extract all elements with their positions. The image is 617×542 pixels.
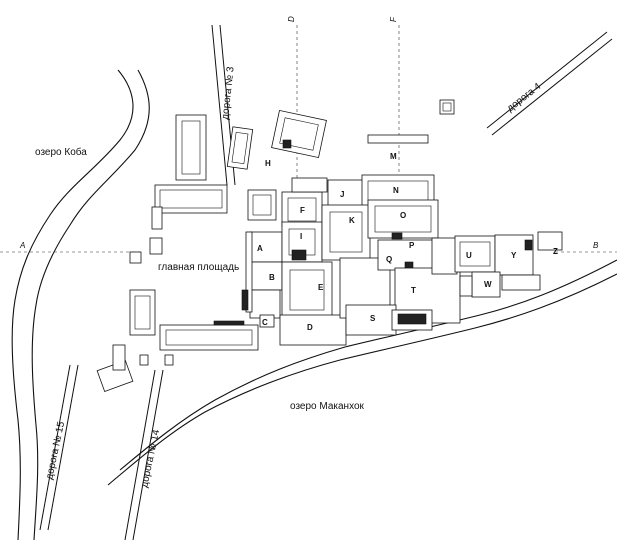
lake-makanhok-shore [107,259,617,486]
zone-label-z: Z [553,247,558,256]
zone-label-i: I [300,232,302,241]
zone-label-d: D [307,323,313,332]
lake-koba-label: озеро Коба [35,146,87,158]
axis-label-d: D [287,16,296,22]
section-lines [0,25,617,253]
zone-label-w: W [484,280,492,289]
zone-label-o: O [400,211,406,220]
zone-label-p: P [409,241,415,250]
zone-label-c: C [262,318,268,327]
zone-label-f: F [300,206,305,215]
axis-label-f: F [389,16,398,22]
zone-label-h: H [265,159,271,168]
lake-makanhok-label: озеро Маканхок [290,401,365,412]
lake-koba-shore [11,69,150,541]
road-15-label: дорога № 15 [44,420,67,480]
zone-label-u: U [466,251,472,260]
zone-labels: A B C D E F H I J K M N O P Q S T U W Y … [257,152,558,332]
road-4 [486,31,613,136]
zone-label-j: J [340,190,344,199]
zone-label-q: Q [386,255,392,264]
zone-label-n: N [393,186,399,195]
road-14 [124,369,164,541]
road-15 [39,364,79,531]
zone-label-b: B [269,273,275,282]
road-3-label: дорога № 3 [220,66,237,121]
outer-structures [96,99,455,392]
main-square-label: главная площадь [158,262,239,273]
zone-label-s: S [370,314,376,323]
axis-label-a: A [19,241,25,250]
zone-label-y: Y [511,251,517,260]
zone-label-m: M [390,152,397,161]
zone-label-e: E [318,283,324,292]
axis-label-b: B [593,241,599,250]
zone-label-a: A [257,244,263,253]
central-complex [213,174,563,346]
zone-label-t: T [411,286,416,295]
zone-label-k: K [349,216,355,225]
